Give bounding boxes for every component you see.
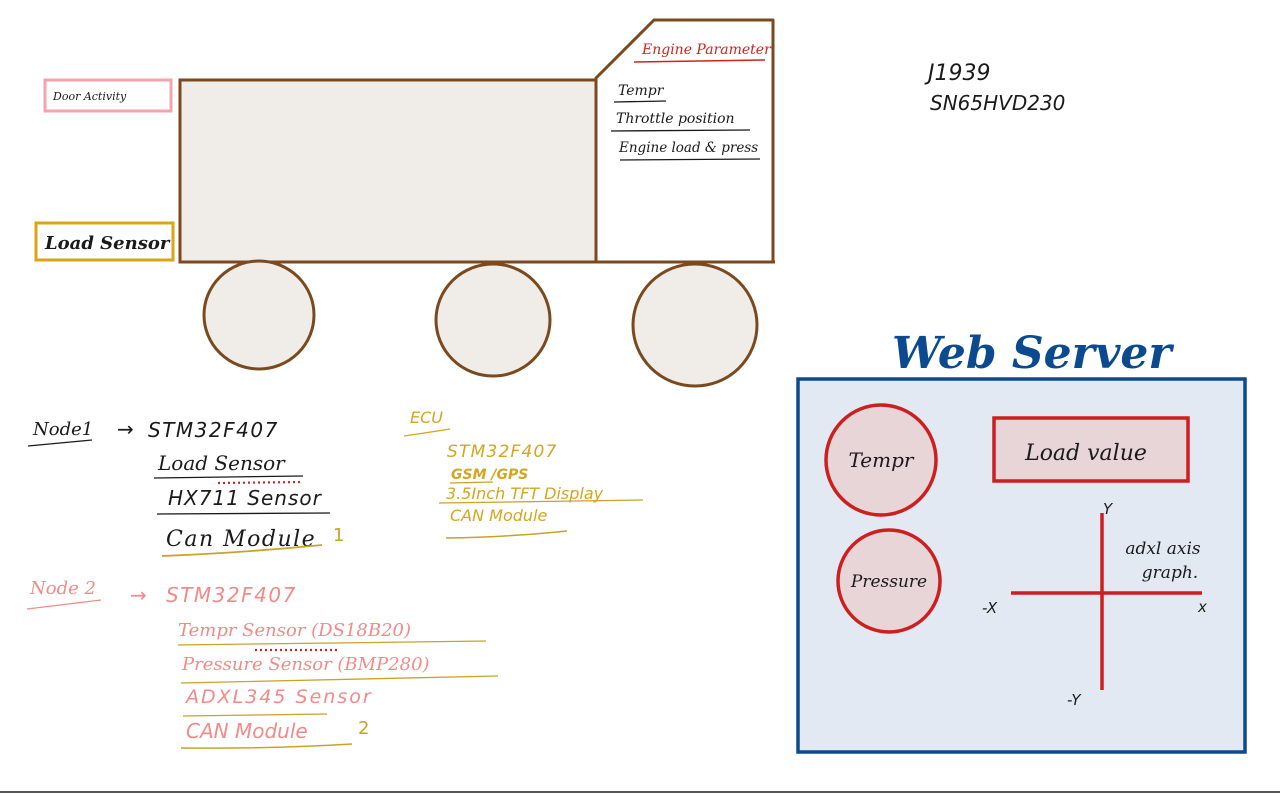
node2-item-pressure: Pressure Sensor (BMP280) bbox=[181, 654, 430, 675]
graph-y-pos-label: Y bbox=[1103, 500, 1114, 518]
door-activity-frame bbox=[43, 78, 173, 113]
web-server-title: Web Server bbox=[892, 328, 1174, 379]
node2-item-can: CAN Module bbox=[186, 719, 308, 743]
node2-mcu: STM32F407 bbox=[166, 583, 297, 607]
engine-item-load-press: Engine load & press bbox=[618, 140, 758, 156]
ecu-notes: ECU STM32F407 GSM /GPS 3.5Inch TFT Displ… bbox=[403, 408, 644, 539]
node2-label-underline bbox=[26, 599, 102, 610]
node1-mark: 1 bbox=[333, 525, 344, 546]
truck-wheel-middle bbox=[434, 262, 552, 378]
graph-x-neg-label: -X bbox=[982, 599, 998, 617]
engine-item-load-press-underline bbox=[619, 158, 761, 161]
node2-item-pressure-underline bbox=[180, 675, 499, 684]
node2-item-temp: Tempr Sensor (DS18B20) bbox=[178, 620, 411, 641]
temp-bubble-circle bbox=[824, 403, 938, 517]
node1-item-hx711-underline bbox=[156, 512, 331, 515]
engine-parameter-title: Engine Parameter bbox=[641, 42, 772, 58]
ecu-item-mcu: STM32F407 bbox=[447, 442, 558, 462]
truck-cargo-body bbox=[178, 78, 598, 264]
graph-x-pos-label: x bbox=[1197, 598, 1207, 616]
pressure-bubble[interactable]: Pressure bbox=[836, 528, 942, 634]
node2-mark: 2 bbox=[358, 718, 369, 739]
ecu-item-gsm: GSM /GPS bbox=[451, 467, 528, 483]
engine-item-throttle-underline bbox=[610, 129, 751, 132]
node2-item-temp-underline bbox=[177, 640, 487, 646]
graph-y-neg-label: -Y bbox=[1067, 691, 1082, 709]
ecu-label: ECU bbox=[410, 408, 443, 427]
load-sensor-frame bbox=[34, 221, 175, 262]
node2-notes: Node 2 → STM32F407 Tempr Sensor (DS18B20… bbox=[26, 578, 499, 749]
adxl-axis-graph: Y -Y -X x adxl axis graph. bbox=[982, 500, 1207, 709]
engine-parameter-underline bbox=[633, 59, 766, 63]
node1-item-load-sensor: Load Sensor bbox=[157, 451, 286, 475]
node2-arrow: → bbox=[130, 583, 147, 607]
truck-wheel-rear bbox=[202, 259, 316, 371]
pressure-bubble-label: Pressure bbox=[850, 572, 927, 592]
temp-bubble[interactable]: Tempr bbox=[824, 403, 938, 517]
engine-item-throttle: Throttle position bbox=[616, 111, 735, 127]
protocol-notes: J1939 SN65HVD230 bbox=[924, 61, 1065, 115]
ecu-item-display-underline bbox=[438, 499, 644, 504]
node2-item-adxl-underline bbox=[182, 713, 328, 717]
engine-item-tempr-underline bbox=[613, 100, 667, 103]
load-value-label: Load value bbox=[1024, 441, 1147, 466]
node1-item-hx711: HX711 Sensor bbox=[168, 486, 323, 510]
load-value-box[interactable]: Load value bbox=[992, 416, 1190, 483]
node2-item-adxl: ADXL345 Sensor bbox=[184, 686, 373, 708]
load-sensor-box: Load Sensor bbox=[34, 221, 175, 262]
pressure-bubble-circle bbox=[836, 528, 942, 634]
node1-arrow: → bbox=[117, 417, 134, 441]
protocol-j1939: J1939 bbox=[924, 61, 990, 86]
node1-dotted-marker bbox=[217, 480, 303, 485]
door-activity-box: Door Activity bbox=[43, 78, 173, 113]
graph-title-line2: graph. bbox=[1142, 563, 1198, 583]
page-bottom-rule bbox=[0, 791, 1280, 793]
node1-label: Node1 bbox=[32, 419, 93, 440]
engine-item-tempr: Tempr bbox=[618, 83, 665, 99]
load-sensor-label: Load Sensor bbox=[44, 233, 171, 254]
node1-notes: Node1 → STM32F407 Load Sensor HX711 Sens… bbox=[27, 417, 344, 557]
ecu-item-can-underline bbox=[445, 530, 568, 539]
node1-item-can-underline bbox=[161, 544, 323, 557]
temp-bubble-label: Tempr bbox=[849, 448, 915, 472]
node1-mcu: STM32F407 bbox=[148, 418, 279, 442]
protocol-transceiver: SN65HVD230 bbox=[930, 91, 1065, 115]
node2-item-can-underline bbox=[180, 743, 353, 749]
ecu-item-can: CAN Module bbox=[450, 506, 548, 525]
node1-label-underline bbox=[27, 439, 93, 447]
ecu-item-display: 3.5Inch TFT Display bbox=[446, 484, 604, 503]
ecu-item-gsm-underline bbox=[449, 481, 494, 484]
truck-cab bbox=[594, 18, 775, 264]
node1-item-load-sensor-underline bbox=[153, 475, 304, 479]
graph-title-line1: adxl axis bbox=[1125, 539, 1201, 559]
door-activity-label: Door Activity bbox=[52, 90, 127, 103]
ecu-label-underline bbox=[403, 428, 451, 437]
engine-parameter-list: Engine Parameter Tempr Throttle position… bbox=[610, 42, 772, 161]
load-value-frame bbox=[992, 416, 1190, 483]
node2-label: Node 2 bbox=[29, 578, 96, 599]
web-server: Web Server Tempr Pressure Load value Y -… bbox=[796, 328, 1247, 754]
truck bbox=[178, 18, 775, 388]
truck-wheel-front bbox=[631, 262, 759, 388]
